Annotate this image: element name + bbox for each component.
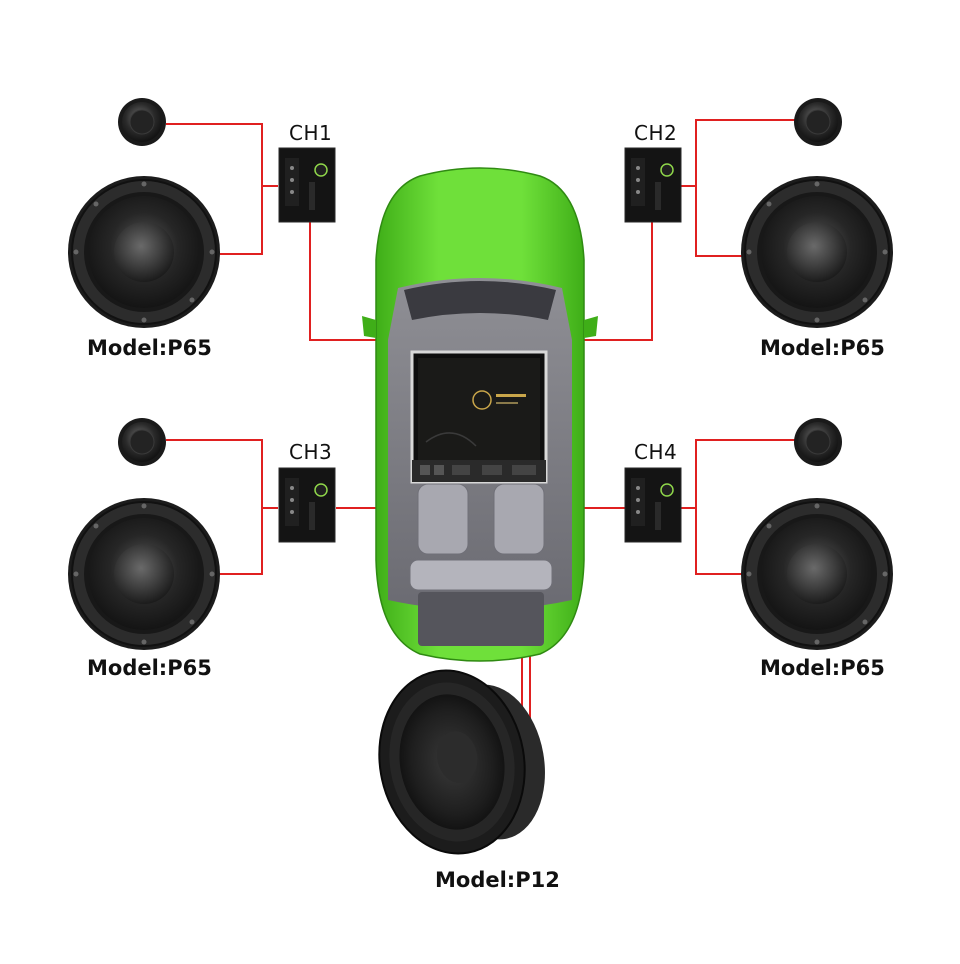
channel-label-ch4: CH4 (634, 440, 678, 464)
wire-rr-woofer (695, 508, 742, 575)
wire-fr-woofer (695, 186, 742, 257)
wire-rl-woofer (220, 508, 263, 575)
model-label-front-left: Model:P65 (87, 336, 212, 360)
tweeter-icon-front-right (793, 97, 843, 147)
wire-rl-tweeter (166, 439, 278, 509)
wire-fr-tweeter (680, 119, 796, 187)
model-label-subwoofer: Model:P12 (435, 868, 560, 892)
wire-rr-tweeter (680, 439, 796, 509)
woofer-icon-rear-right (740, 497, 894, 651)
model-label-rear-right: Model:P65 (760, 656, 885, 680)
wire-fl-woofer (220, 186, 263, 255)
woofer-icon-front-right (740, 175, 894, 329)
channel-label-ch1: CH1 (289, 121, 333, 145)
crossover-icon-ch1 (278, 147, 336, 223)
wire-fl-tweeter (166, 123, 278, 187)
wire-ch2-amp (578, 222, 653, 341)
subwoofer-icon (378, 669, 545, 855)
tweeter-icon-rear-right (793, 417, 843, 467)
woofer-icon-rear-left (67, 497, 221, 651)
crossover-icon-ch4 (624, 467, 682, 543)
model-label-rear-left: Model:P65 (87, 656, 212, 680)
channel-label-ch2: CH2 (634, 121, 678, 145)
amplifier-icon (410, 350, 548, 484)
crossover-icon-ch2 (624, 147, 682, 223)
tweeter-icon-rear-left (117, 417, 167, 467)
model-label-front-right: Model:P65 (760, 336, 885, 360)
crossover-icon-ch3 (278, 467, 336, 543)
tweeter-icon-front-left (117, 97, 167, 147)
wire-ch1-amp (309, 222, 388, 341)
channel-label-ch3: CH3 (289, 440, 333, 464)
woofer-icon-front-left (67, 175, 221, 329)
